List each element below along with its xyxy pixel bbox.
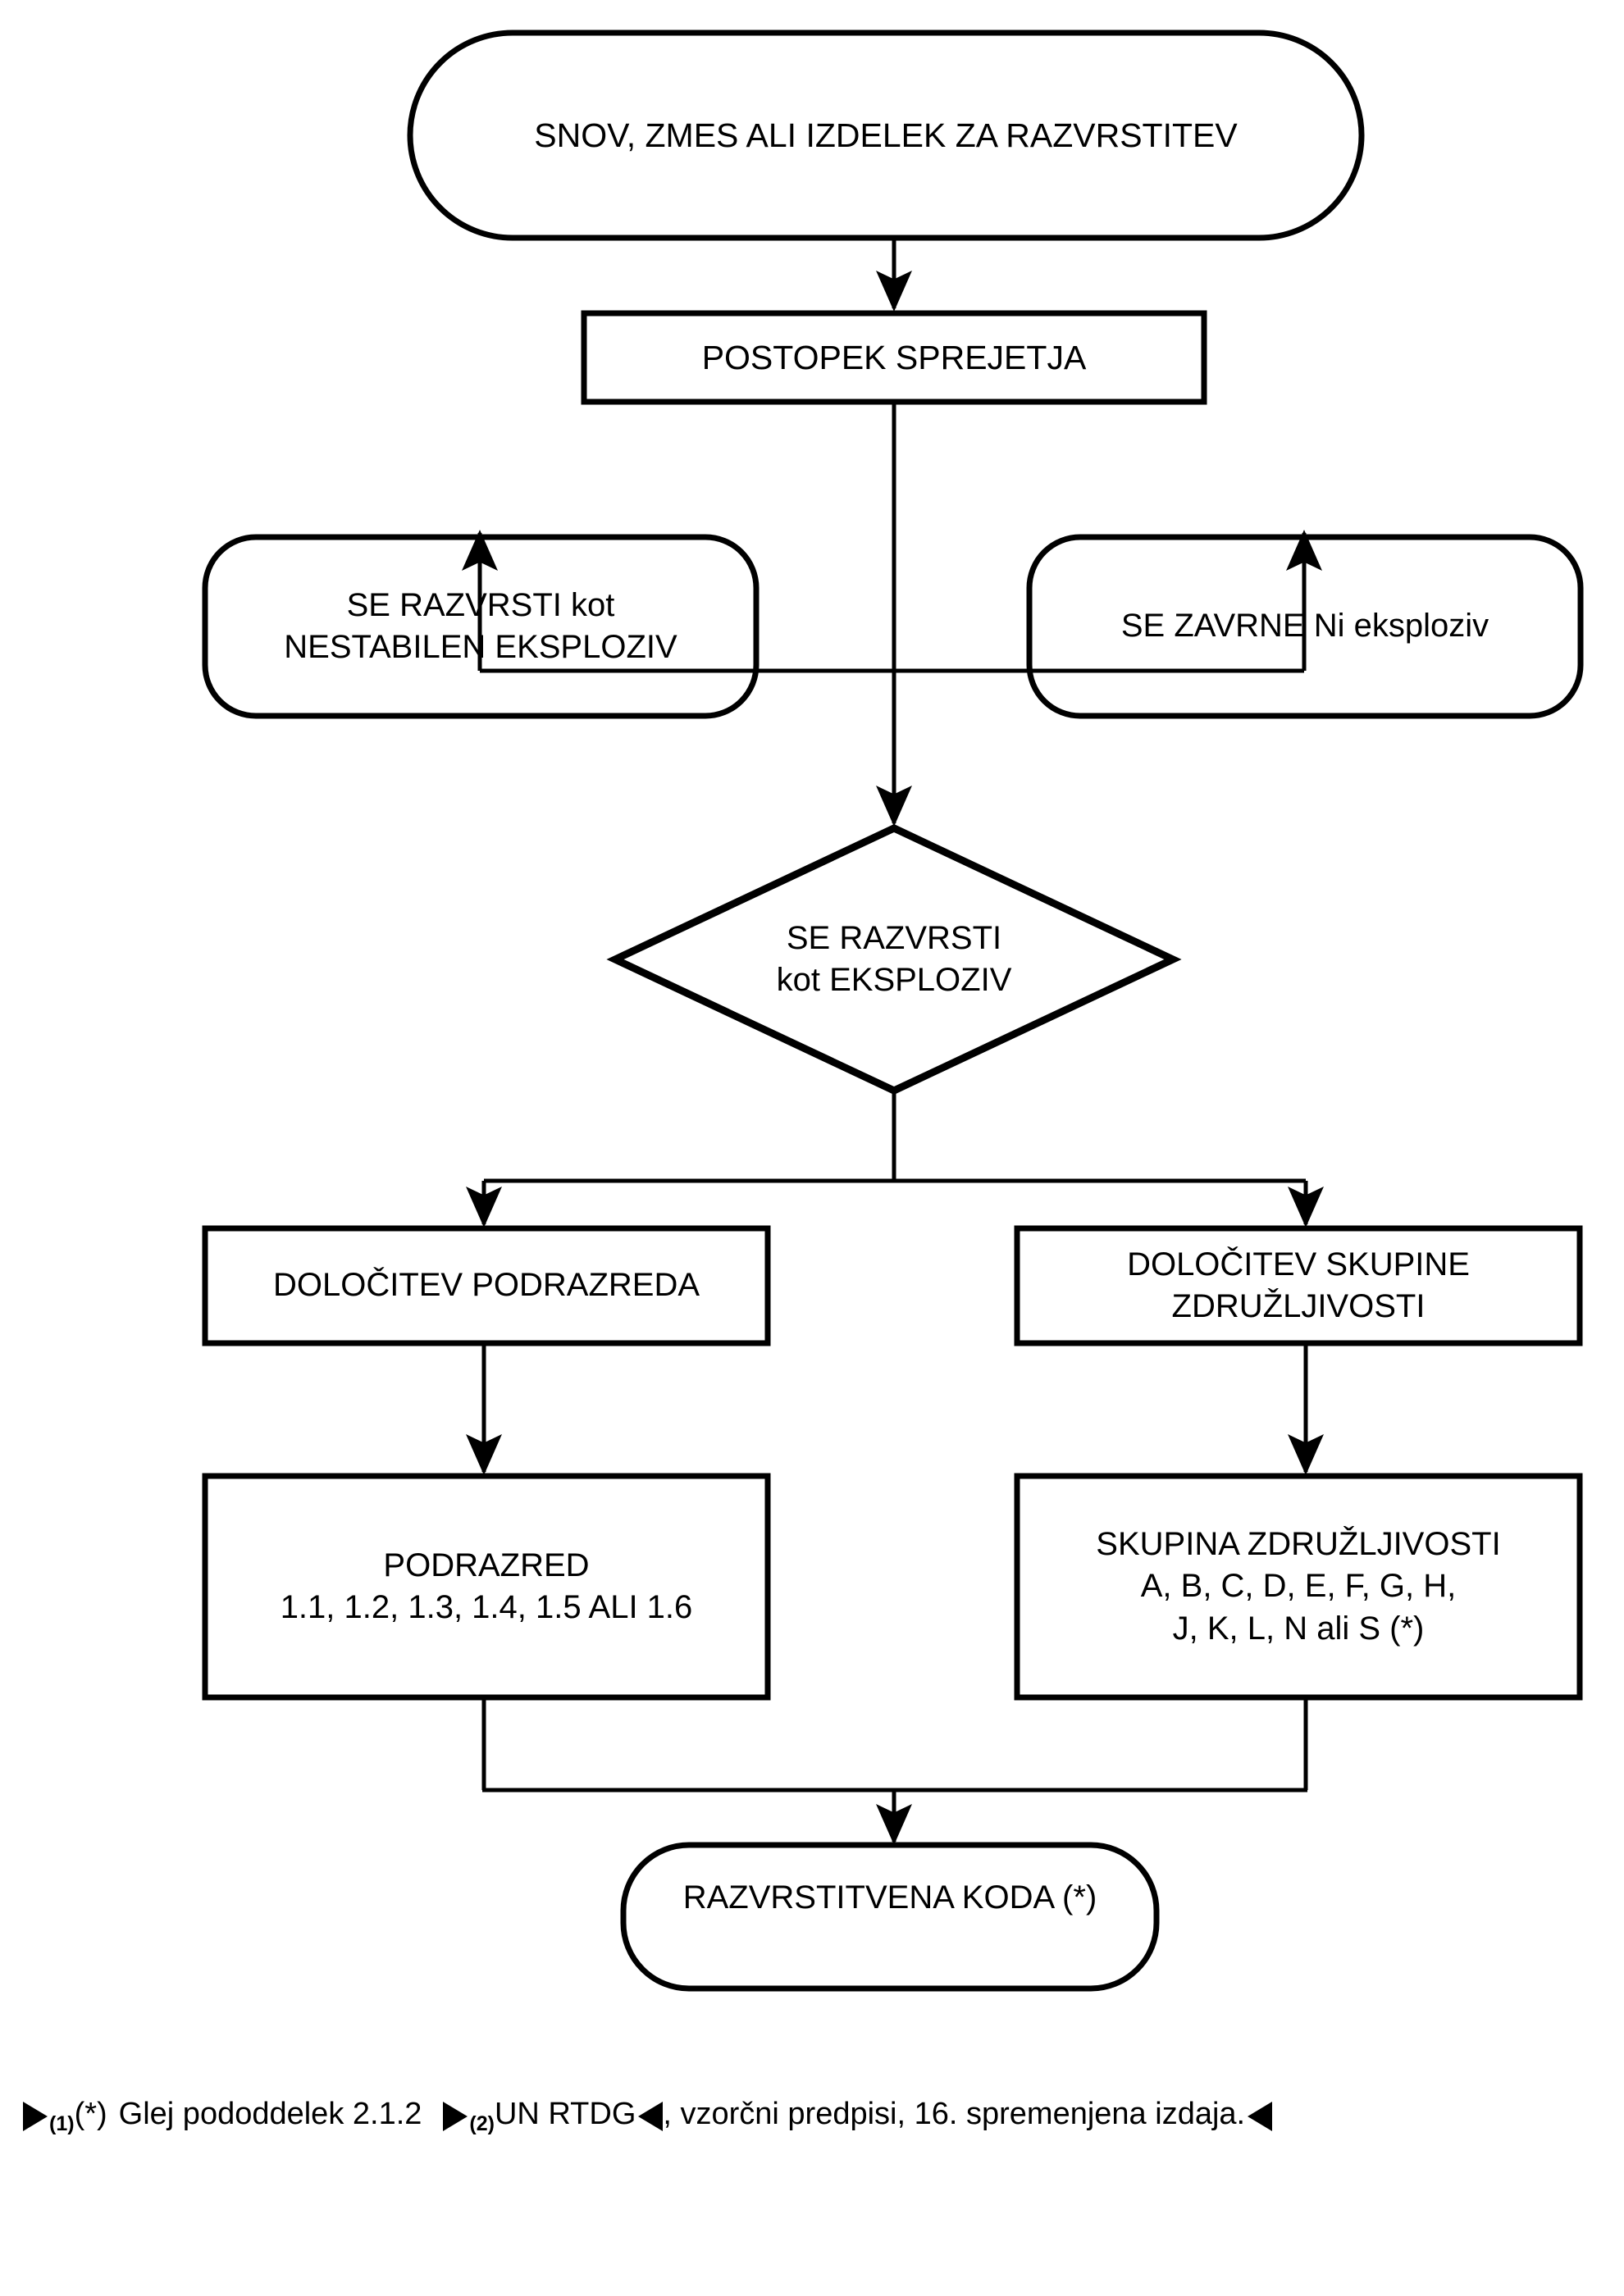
node-compat-determine-shape: [1014, 1225, 1583, 1346]
node-subclass-result-shape: [202, 1473, 771, 1701]
change-marker-start-2-icon: [443, 2101, 468, 2131]
footnote-source-detail: , vzorčni predpisi, 16. spremenjena izda…: [663, 2097, 1246, 2131]
footnote-asterisk: (*): [74, 2097, 107, 2131]
node-code-shape: [620, 1842, 1160, 1992]
node-procedure-shape: [581, 310, 1207, 405]
change-marker-start-icon: [23, 2101, 48, 2131]
footnote-source: UN RTDG: [494, 2097, 636, 2131]
node-subclass-determine-shape: [202, 1225, 771, 1346]
node-decision-shape: [606, 824, 1182, 1095]
node-start-shape: [407, 30, 1365, 241]
footnote-reference: Glej pododdelek 2.1.2: [118, 2097, 422, 2131]
node-compat-result-shape: [1014, 1473, 1583, 1701]
footnote: (1)(*)Glej pododdelek 2.1.2(2)UN RTDG, v…: [23, 2096, 1590, 2134]
change-marker-end-2-icon: [1248, 2101, 1273, 2131]
change-marker-end-icon: [638, 2101, 664, 2131]
